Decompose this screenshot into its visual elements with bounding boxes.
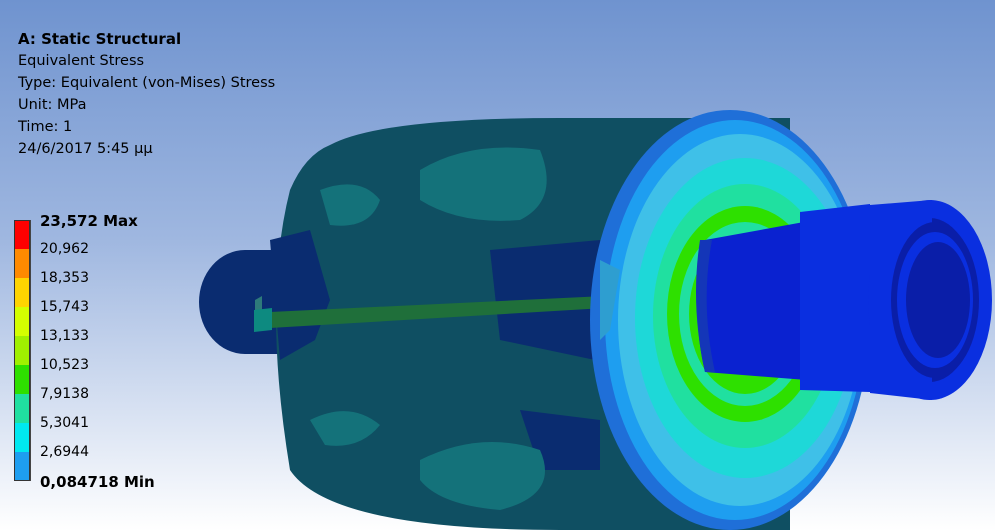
legend-tick-label: 20,962 xyxy=(40,241,89,257)
legend-swatch xyxy=(14,452,31,481)
result-time: Time: 1 xyxy=(18,119,73,135)
legend-tick-label: 7,9138 xyxy=(40,386,89,402)
result-type: Type: Equivalent (von-Mises) Stress xyxy=(18,75,276,91)
legend-swatch xyxy=(14,249,31,278)
shaft xyxy=(696,200,992,400)
legend-swatch xyxy=(14,220,31,249)
result-name: Equivalent Stress xyxy=(18,53,145,69)
legend-swatch xyxy=(14,394,31,423)
legend-swatch xyxy=(14,307,31,336)
legend-swatch xyxy=(14,365,31,394)
result-date: 24/6/2017 5:45 μμ xyxy=(18,141,153,157)
legend-max-label: 23,572 Max xyxy=(40,212,138,230)
legend-swatch xyxy=(14,278,31,307)
result-info: A: Static Structural Equivalent Stress T… xyxy=(18,28,275,160)
legend-frame xyxy=(14,220,30,481)
legend-swatch xyxy=(14,336,31,365)
legend-tick-label: 15,743 xyxy=(40,299,89,315)
legend-tick-label: 10,523 xyxy=(40,357,89,373)
result-unit: Unit: MPa xyxy=(18,97,87,113)
legend-tick-label: 13,133 xyxy=(40,328,89,344)
analysis-title: A: Static Structural xyxy=(18,30,182,48)
legend-swatch xyxy=(14,423,31,452)
legend-tick-label: 5,3041 xyxy=(40,415,89,431)
legend-tick-label: 2,6944 xyxy=(40,444,89,460)
legend-tick-label: 18,353 xyxy=(40,270,89,286)
legend-min-label: 0,084718 Min xyxy=(40,473,155,491)
